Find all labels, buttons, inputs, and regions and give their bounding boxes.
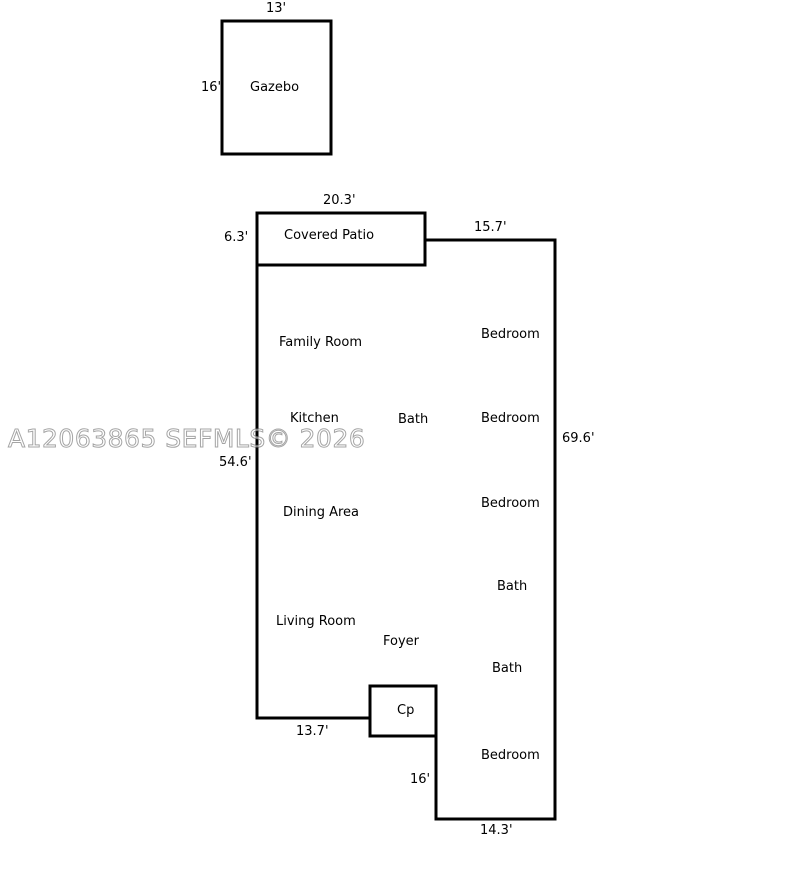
dimension-gazebo-width: 13': [266, 1, 287, 16]
dimension-left-side: 54.6': [219, 455, 252, 470]
room-label-cp: Cp: [397, 703, 415, 718]
room-label-dining-area: Dining Area: [283, 505, 360, 520]
room-label-bath-center: Bath: [398, 412, 429, 427]
dimension-right-side: 69.6': [562, 431, 595, 446]
room-label-family-room: Family Room: [279, 335, 362, 350]
dimension-right-top: 15.7': [474, 220, 507, 235]
room-label-bedroom-1: Bedroom: [481, 327, 540, 342]
room-label-bedroom-4: Bedroom: [481, 748, 540, 763]
dimension-patio-depth: 6.3': [224, 230, 249, 245]
dimension-bottom-left: 13.7': [296, 724, 329, 739]
room-label-kitchen: Kitchen: [290, 411, 339, 426]
dimension-wing-side: 16': [410, 772, 431, 787]
dimension-patio-width: 20.3': [323, 193, 356, 208]
dimension-gazebo-depth: 16': [201, 80, 222, 95]
room-label-foyer: Foyer: [383, 634, 420, 649]
room-label-gazebo: Gazebo: [250, 80, 300, 95]
watermark-text: A12063865 SEFMLS© 2026: [7, 424, 366, 454]
room-label-bath-right-2: Bath: [492, 661, 523, 676]
room-label-bath-right-1: Bath: [497, 579, 528, 594]
room-label-covered-patio: Covered Patio: [284, 228, 375, 243]
dimension-bottom-right: 14.3': [480, 823, 513, 838]
room-label-bedroom-3: Bedroom: [481, 496, 540, 511]
cp-outline: [368, 684, 438, 738]
room-label-bedroom-2: Bedroom: [481, 411, 540, 426]
room-label-living-room: Living Room: [276, 614, 356, 629]
gazebo-outline: [220, 19, 333, 156]
